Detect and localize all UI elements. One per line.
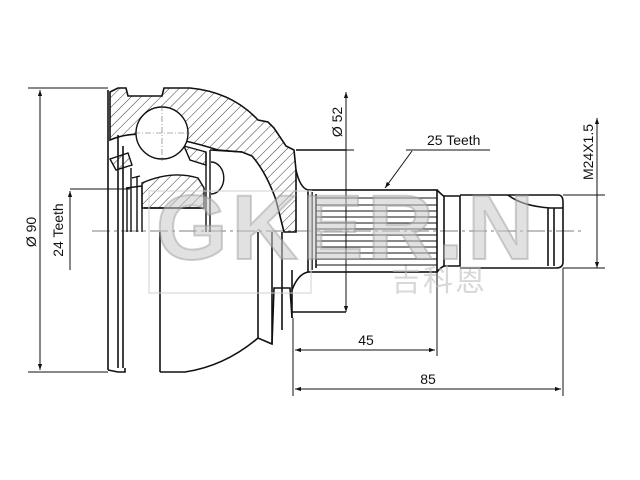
label-shaft-spline-teeth: 25 Teeth [427, 132, 480, 148]
label-flange-diameter: Ø 52 [329, 107, 345, 138]
label-thread: M24X1.5 [580, 124, 596, 180]
label-outer-diameter: Ø 90 [23, 217, 39, 248]
label-shaft-length: 85 [420, 371, 436, 387]
label-spline-length: 45 [358, 332, 374, 348]
label-inner-spline-teeth: 24 Teeth [50, 203, 66, 256]
shaft [307, 189, 564, 273]
dimension-lines [28, 87, 605, 396]
